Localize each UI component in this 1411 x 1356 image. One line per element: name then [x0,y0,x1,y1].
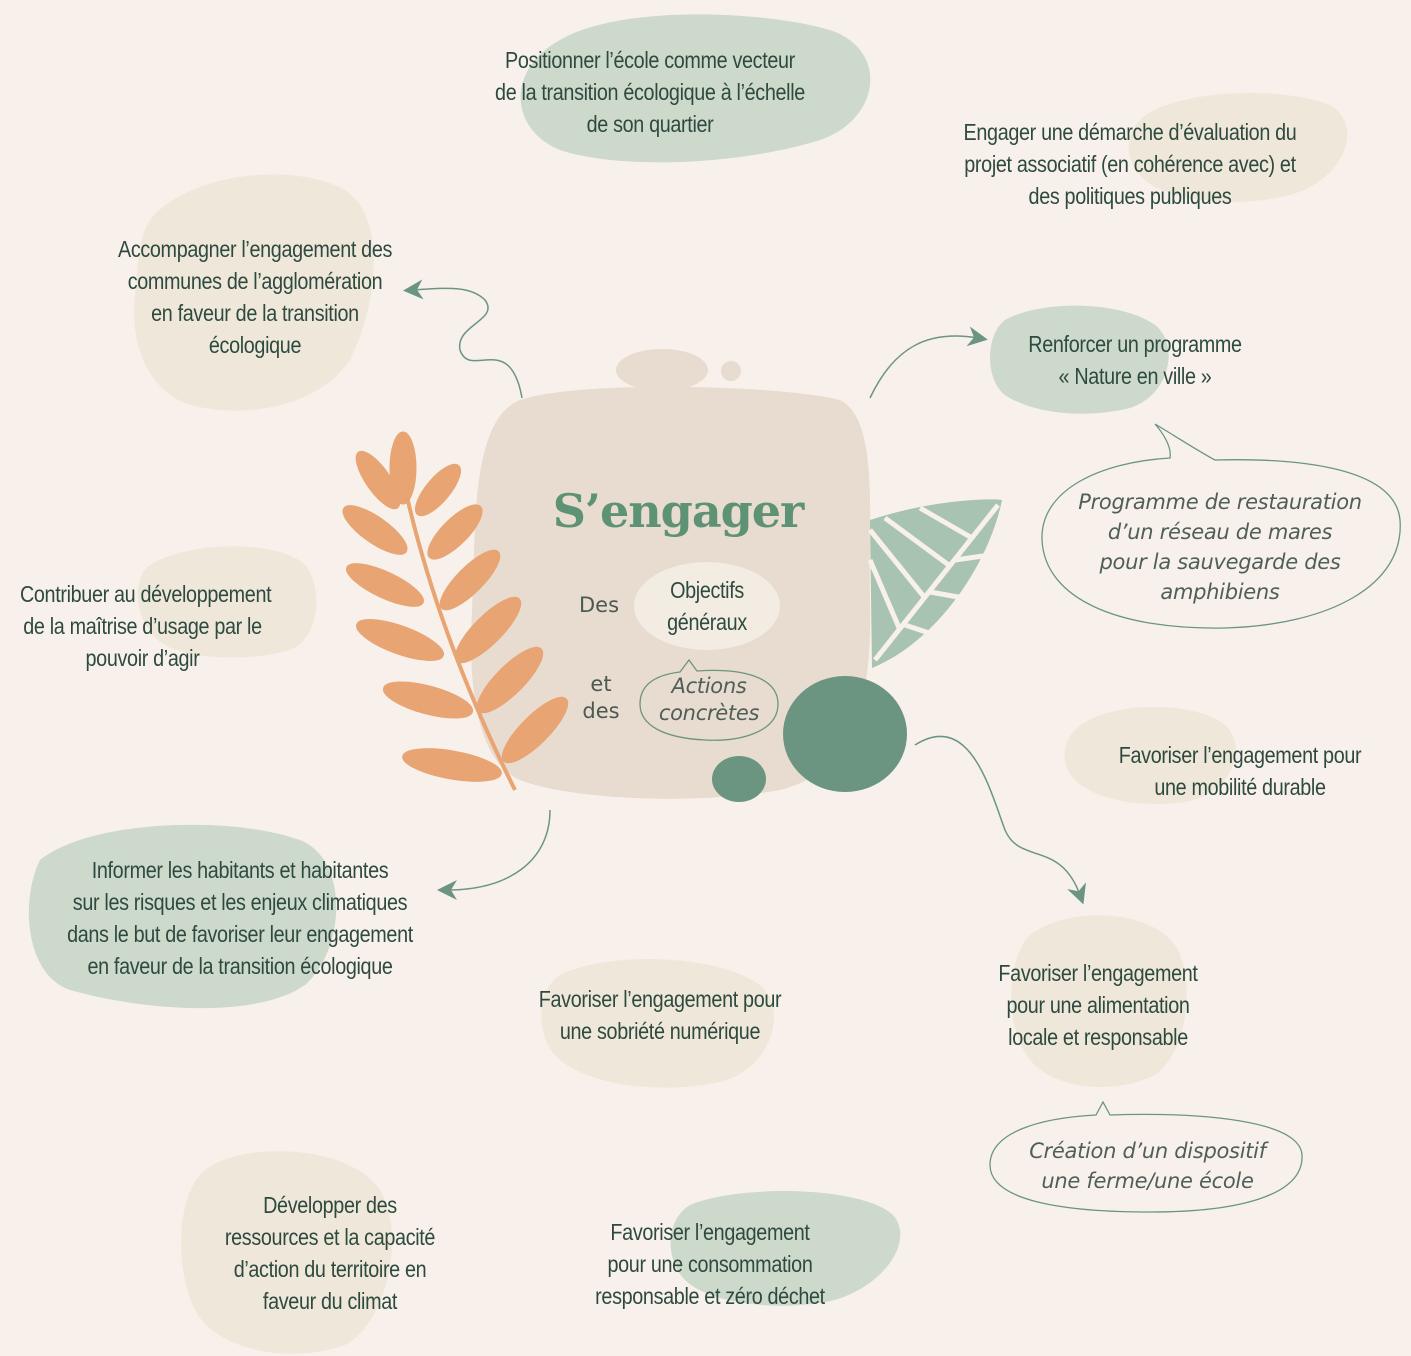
objective-line: de la transition écologique à l’échelle [495,79,805,105]
objective-line: une mobilité durable [1154,774,1326,800]
objective-mobilite: Favoriser l’engagement pour une mobilité… [1111,739,1369,803]
action-line: amphibiens [1160,580,1280,604]
objective-communes: Accompagner l’engagement des communes de… [109,233,401,361]
objective-nature: Renforcer un programme « Nature en ville… [1015,328,1256,392]
action-ferme: Création d’un dispositif une ferme/une é… [1005,1136,1290,1196]
objective-line: Accompagner l’engagement des [117,236,393,262]
objectifs-line: Objectifs [670,577,744,603]
objectifs-label: Objectifs généraux [644,574,770,638]
objective-line: d’action du territoire en [233,1256,427,1282]
objective-line: pour une alimentation [1006,992,1190,1018]
action-line: une ferme/une école [1041,1169,1254,1193]
objective-consommation: Favoriser l’engagement pour une consomma… [581,1216,839,1312]
objective-line: en faveur de la transition écologique [87,953,393,979]
actions-bubble [639,658,779,741]
mares-bubble [1041,423,1401,629]
action-line: pour la sauvegarde des [1099,550,1341,574]
arrow-informer [437,809,551,900]
action-line: Programme de restauration [1078,490,1362,514]
ferme-bubble [989,1100,1303,1213]
actions-line: Actions [671,674,747,698]
blob-evaluation [1128,93,1348,203]
blob-maitrise [137,546,317,658]
objective-evaluation: Engager une démarche d’évaluation du pro… [954,116,1307,212]
des-line: des [582,699,620,723]
objective-line: écologique [208,332,302,358]
et-des-label: et des [575,671,627,725]
tiny-top-dot [721,361,741,381]
objective-line: pour une consommation [607,1251,813,1277]
connectors [403,279,1086,905]
objective-line: Engager une démarche d’évaluation du [963,119,1297,145]
objective-positionner: Positionner l’école comme vecteur de la … [482,44,817,140]
objective-line: « Nature en ville » [1058,363,1212,389]
blob-mobilite [1064,706,1236,804]
objective-alimentation: Favoriser l’engagement pour une alimenta… [986,957,1210,1053]
orange-fern-icon [342,431,569,791]
objective-line: Favoriser l’engagement [998,960,1198,986]
blob-nature [990,305,1169,414]
blob-consommation [670,1191,901,1306]
actions-label: Actions concrètes [640,673,778,727]
objective-line: Contribuer au développement [19,581,272,607]
arrow-communes [403,279,523,399]
blob-alimentation [1011,915,1187,1087]
blob-informer [28,824,337,1009]
objective-line: Informer les habitants et habitantes [91,857,389,883]
et-line: et [590,672,612,696]
objective-line: Renforcer un programme [1028,331,1242,357]
objective-informer: Informer les habitants et habitantes sur… [55,854,425,982]
objective-line: communes de l’agglomération [127,268,383,294]
objective-line: Favoriser l’engagement pour [1118,742,1362,768]
action-line: Création d’un dispositif [1029,1139,1266,1163]
objective-numerique: Favoriser l’engagement pour une sobriété… [531,983,789,1047]
small-top-blob [616,349,708,391]
center-title: S’engager [552,484,805,538]
background-blobs [28,14,1348,1354]
objective-line: des politiques publiques [1028,183,1232,209]
objective-line: de la maîtrise d’usage par le [23,613,262,639]
objective-line: Favoriser l’engagement [610,1219,810,1245]
actions-line: concrètes [658,701,760,725]
objectifs-line: généraux [667,609,747,635]
blob-communes [134,174,374,411]
objective-maitrise: Contribuer au développement de la maîtri… [19,578,272,674]
objective-line: responsable et zéro déchet [595,1283,825,1309]
objective-line: ressources et la capacité [224,1224,436,1250]
blob-ressources [181,1151,393,1354]
objective-line: Positionner l’école comme vecteur [505,47,795,73]
center-cluster [342,349,1002,802]
large-dark-stone [783,676,907,792]
objective-line: en faveur de la transition [151,300,359,326]
des-label: Des [578,593,620,617]
action-mares: Programme de restauration d’un réseau de… [1060,487,1380,607]
arrow-alimentation [914,735,1086,905]
green-leaf-icon [867,499,1002,668]
objective-line: projet associatif (en cohérence avec) et [964,151,1296,177]
action-line: d’un réseau de mares [1107,520,1333,544]
objective-ressources: Développer des ressources et la capacité… [210,1189,451,1317]
objectifs-pill [634,562,780,650]
blob-numerique [541,958,775,1088]
small-dark-stone [712,756,766,802]
objective-line: Favoriser l’engagement pour [538,986,782,1012]
objective-line: faveur du climat [262,1288,398,1314]
blob-positionner [520,14,871,163]
objective-line: locale et responsable [1008,1024,1188,1050]
objective-line: Développer des [263,1192,397,1218]
objective-line: dans le but de favoriser leur engagement [67,921,413,947]
arrow-nature [869,326,988,399]
objective-line: pouvoir d’agir [85,645,200,671]
objective-line: de son quartier [586,111,714,137]
objective-line: sur les risques et les enjeux climatique… [72,889,408,915]
objective-line: une sobriété numérique [559,1018,761,1044]
